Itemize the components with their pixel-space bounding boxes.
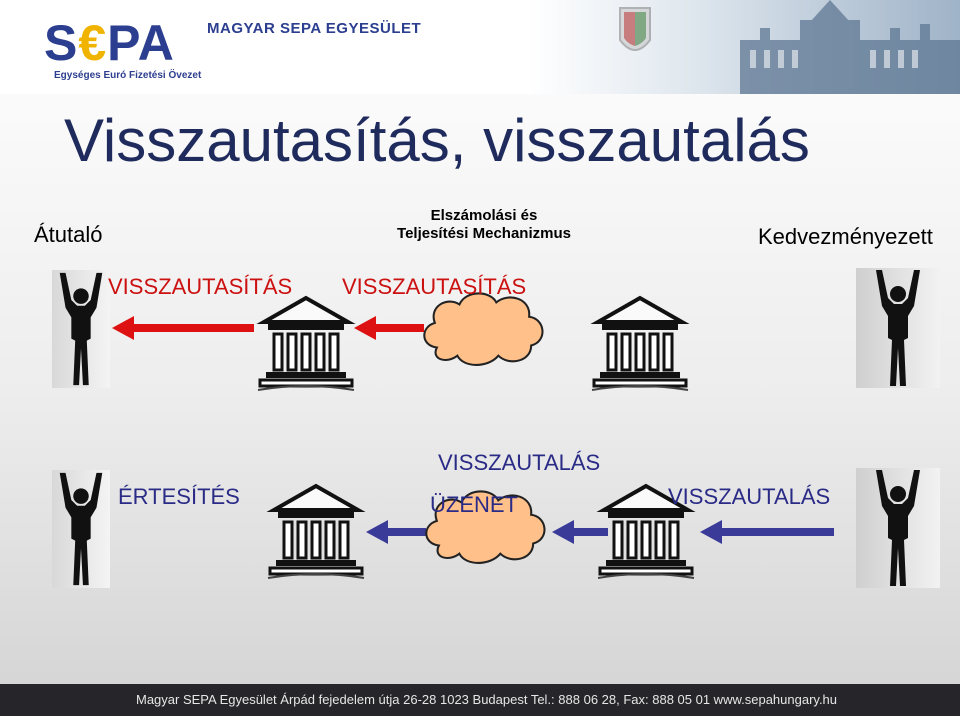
beneficiary-photo-bottom [856,468,940,588]
sepa-logo: S€PA Egységes Euró Fizetési Övezet [44,18,201,81]
header-banner: S€PA Egységes Euró Fizetési Övezet MAGYA… [0,0,960,94]
clearing-label: Elszámolási és Teljesítési Mechanizmus [374,207,594,243]
logo-letters-pa: PA [107,15,175,71]
bank-icon [588,294,692,394]
message-label: ÜZENET [430,492,518,517]
beneficiary-label: Kedvezményezett [758,224,933,249]
sender-photo-bottom [52,470,110,588]
euro-icon: € [78,15,108,71]
slide-title: Visszautasítás, visszautalás [64,107,810,174]
beneficiary-photo-top [856,268,940,388]
person-icon [52,270,110,388]
return-label-top: VISSZAUTALÁS [438,450,601,475]
person-icon [876,270,920,386]
bank-icon [264,482,368,582]
notification-label: ÉRTESÍTÉS [118,484,240,509]
arrow-left-icon [552,520,608,544]
logo-letter-s: S [44,15,79,71]
footer-bar: Magyar SEPA Egyesület Árpád fejedelem út… [0,684,960,716]
sender-label: Átutaló [34,222,103,247]
clearing-label-line1: Elszámolási és [430,207,538,224]
parliament-illustration [619,0,960,94]
person-icon [876,470,920,586]
arrow-left-icon [354,316,424,340]
bank-icon [254,294,358,394]
reject-label-middle: VISSZAUTASÍTÁS [342,274,527,299]
arrow-left-icon [366,520,426,544]
arrow-left-icon [700,520,834,544]
logo-subtitle: Egységes Euró Fizetési Övezet [54,70,202,81]
clearing-label-line2: Teljesítési Mechanizmus [397,225,571,242]
arrow-left-icon [112,316,254,340]
person-icon [52,470,110,588]
reject-label-left: VISSZAUTASÍTÁS [108,274,293,299]
org-name: MAGYAR SEPA EGYESÜLET [207,20,422,37]
sender-photo-top [52,270,110,388]
footer-text: Magyar SEPA Egyesület Árpád fejedelem út… [136,692,838,707]
return-label-right: VISSZAUTALÁS [668,484,831,509]
